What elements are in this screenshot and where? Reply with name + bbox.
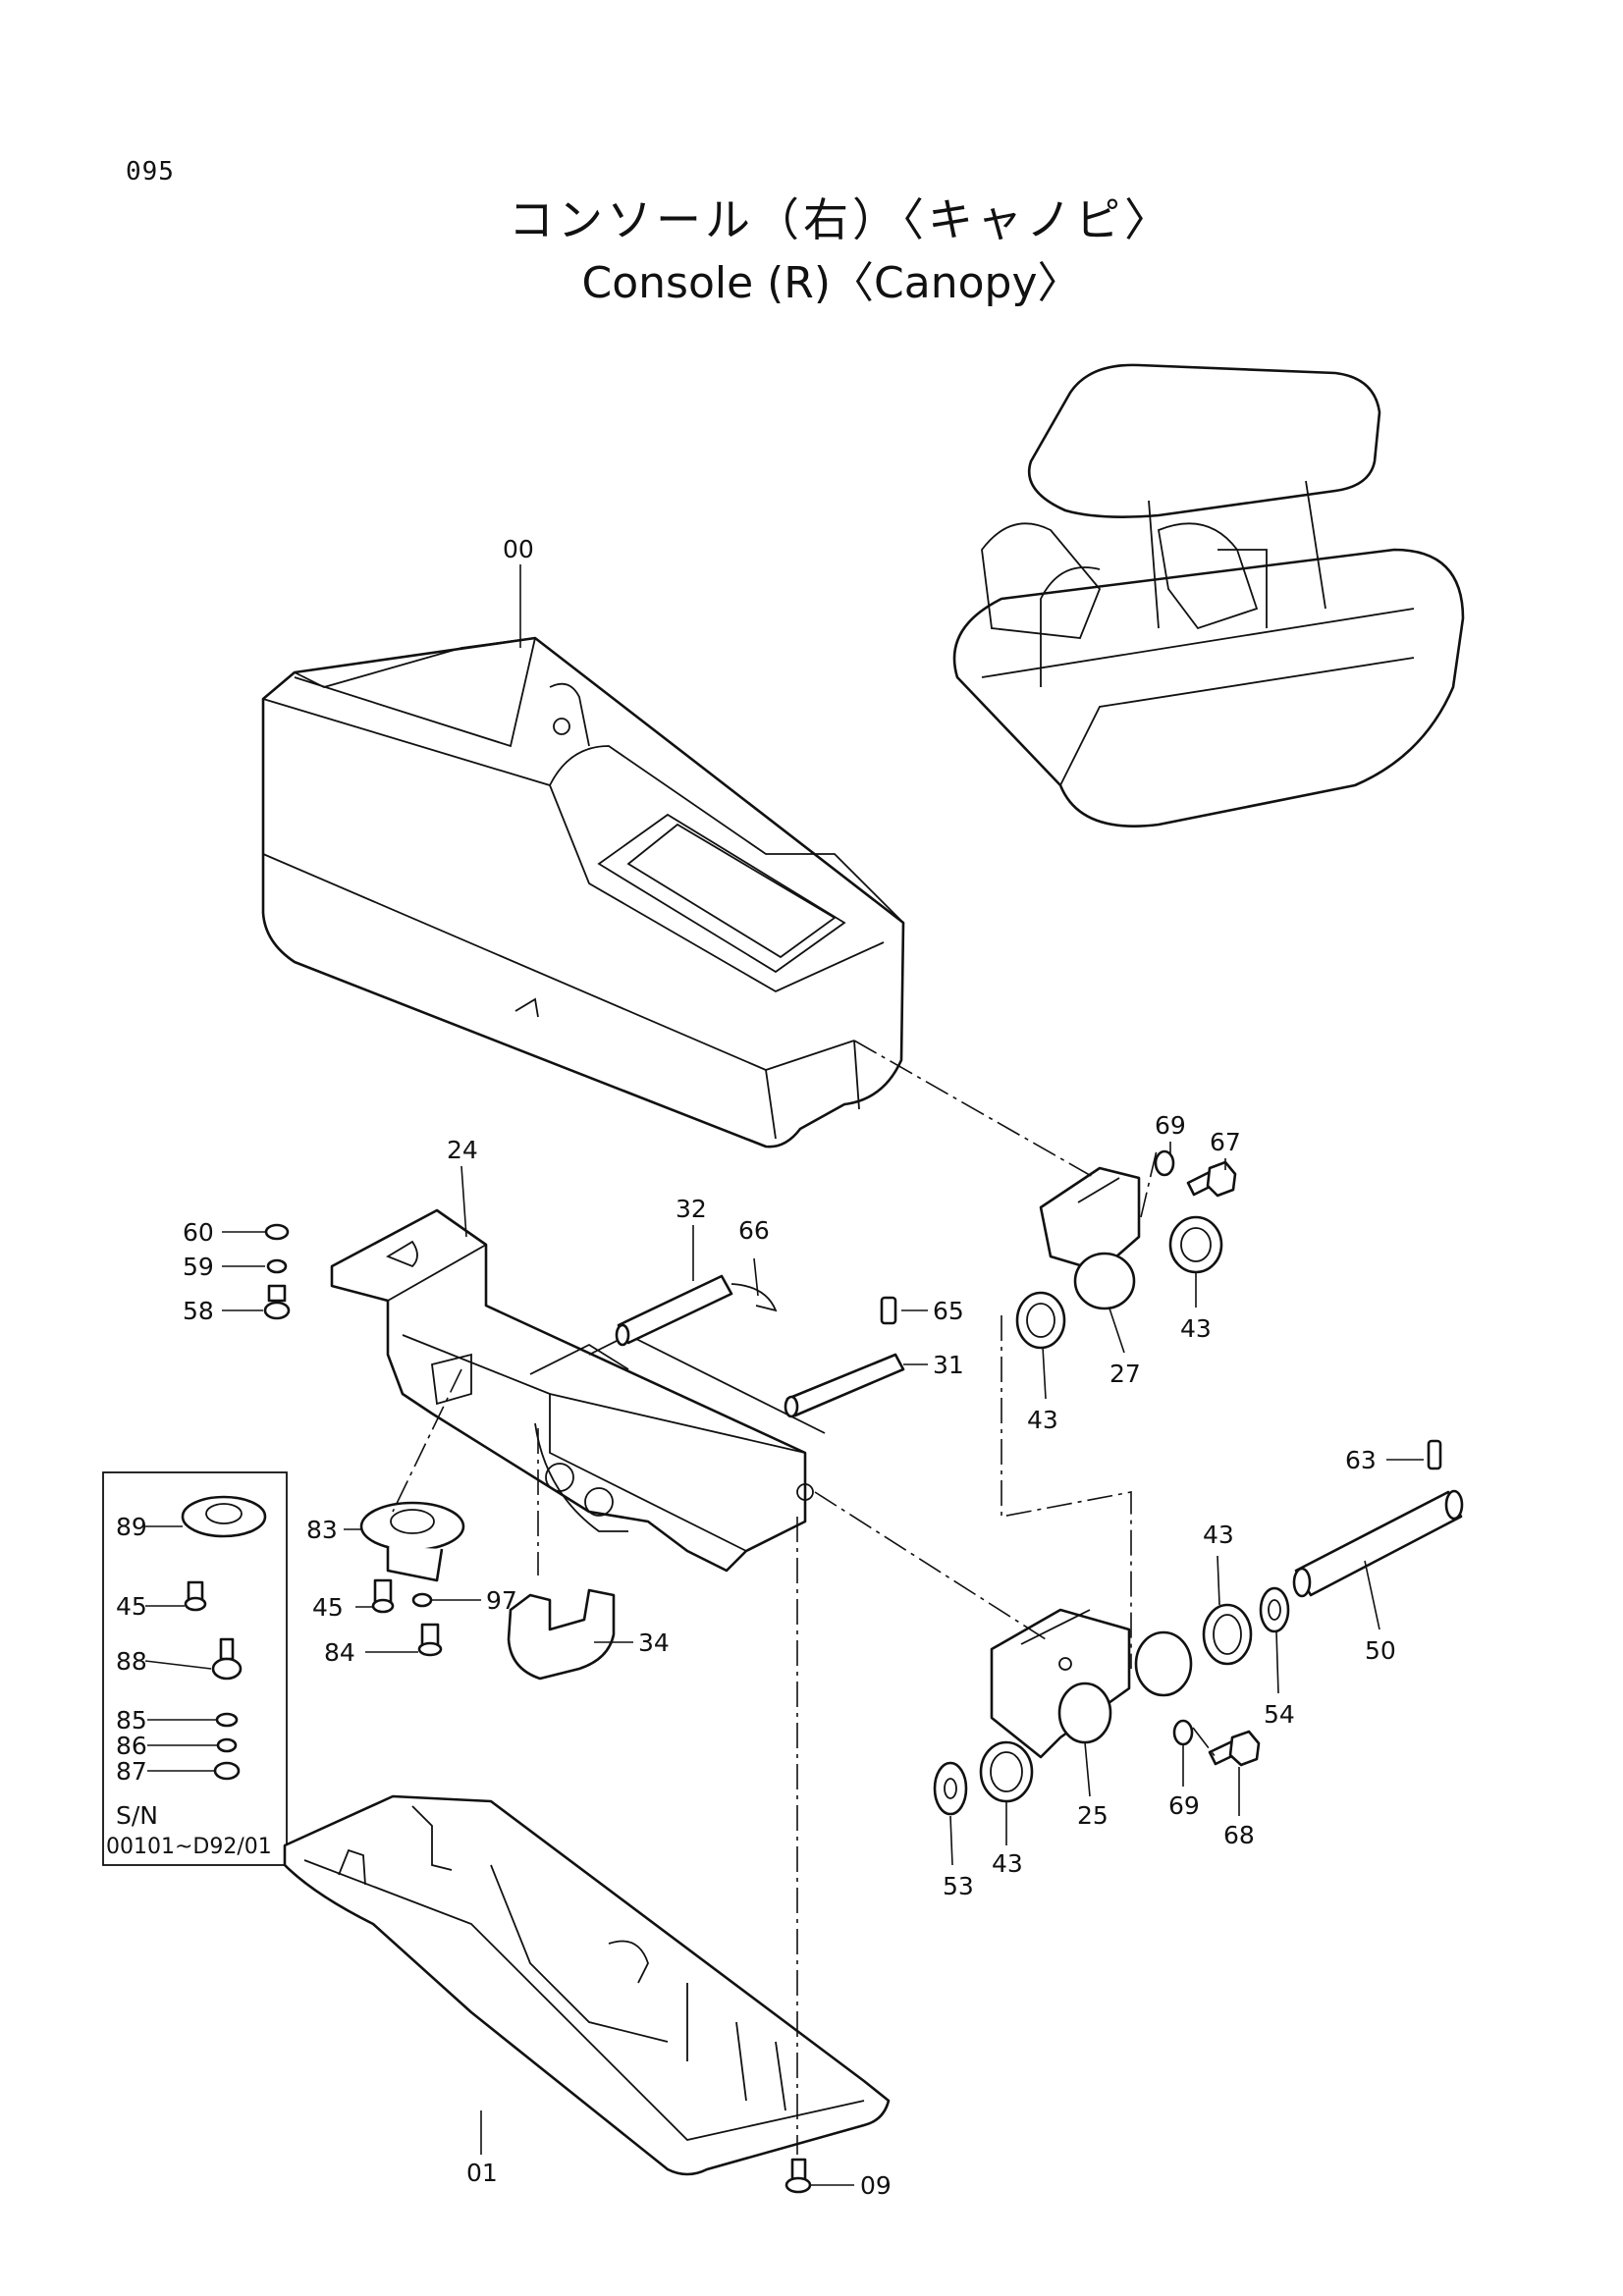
callout-45-mount: 45 xyxy=(312,1593,344,1622)
part-97-washer xyxy=(411,1592,433,1608)
title-english: Console (R)〈Canopy〉 xyxy=(581,258,1081,308)
callout-32: 32 xyxy=(676,1195,707,1223)
callout-53: 53 xyxy=(943,1872,974,1900)
part-31-pin xyxy=(784,1353,905,1418)
callout-97: 97 xyxy=(486,1586,517,1615)
callout-54: 54 xyxy=(1264,1700,1295,1729)
part-89-mount xyxy=(181,1495,267,1538)
callout-85: 85 xyxy=(116,1706,147,1735)
part-83-mount xyxy=(359,1501,465,1582)
callout-66: 66 xyxy=(738,1216,770,1245)
part-43-bush-centre xyxy=(1134,1630,1193,1697)
callout-65: 65 xyxy=(933,1297,964,1325)
part-01-lower-cover xyxy=(283,1794,891,2176)
part-43-bush-upper-right xyxy=(1168,1215,1223,1274)
inset-serial-range: 00101~D92/01 xyxy=(106,1835,272,1859)
callout-34: 34 xyxy=(638,1629,670,1657)
part-43-bush-right xyxy=(1202,1603,1253,1666)
part-45-bolt-mount xyxy=(371,1578,395,1614)
callout-24: 24 xyxy=(447,1136,478,1164)
callout-59: 59 xyxy=(183,1253,214,1281)
callout-58: 58 xyxy=(183,1297,214,1325)
part-43-bush-upper-left xyxy=(1015,1291,1066,1350)
part-32-pin xyxy=(615,1274,733,1347)
callout-69-lower: 69 xyxy=(1168,1791,1200,1820)
part-87-nut xyxy=(213,1761,241,1781)
callout-labels: 00 24 32 66 65 31 60 59 58 69 67 43 27 4… xyxy=(106,535,1396,2200)
callout-84: 84 xyxy=(324,1638,355,1667)
callout-86: 86 xyxy=(116,1732,147,1760)
part-68-bolt xyxy=(1208,1730,1261,1767)
part-50-pin xyxy=(1292,1489,1464,1598)
part-59-spring-washer xyxy=(266,1258,288,1274)
callout-67: 67 xyxy=(1210,1128,1241,1156)
callout-43-lower-left: 43 xyxy=(992,1849,1023,1878)
page-number: 095 xyxy=(126,157,175,187)
part-69-washer-lower xyxy=(1172,1719,1194,1746)
callout-43-upper-right: 43 xyxy=(1180,1314,1212,1343)
callout-01: 01 xyxy=(466,2159,498,2187)
part-86-spring-washer xyxy=(216,1737,238,1753)
part-09-bolt xyxy=(784,2158,812,2194)
part-45-bolt-inset xyxy=(184,1580,207,1612)
callout-00: 00 xyxy=(503,535,534,563)
assembly-lines xyxy=(392,1040,1217,2155)
callout-83: 83 xyxy=(306,1516,338,1544)
part-34-bracket xyxy=(507,1588,616,1681)
part-85-washer xyxy=(215,1712,239,1728)
leader-lines xyxy=(144,564,1424,2186)
callout-43-right: 43 xyxy=(1203,1521,1234,1549)
part-69-washer-upper xyxy=(1154,1149,1175,1177)
callout-09: 09 xyxy=(860,2171,892,2200)
part-43-bush-lower-left xyxy=(979,1740,1034,1803)
callout-87: 87 xyxy=(116,1757,147,1786)
part-65-spring-pin xyxy=(880,1296,897,1325)
part-25-bracket xyxy=(990,1608,1131,1759)
part-67-bolt xyxy=(1186,1160,1237,1198)
title-japanese: コンソール（右）〈キャノピ〉 xyxy=(509,193,1173,246)
part-63-spring-pin xyxy=(1427,1439,1442,1470)
callout-88: 88 xyxy=(116,1647,147,1676)
callout-63: 63 xyxy=(1345,1446,1377,1474)
part-54-washer xyxy=(1259,1586,1290,1633)
part-00-console-upper xyxy=(261,636,905,1148)
part-84-bolt xyxy=(417,1623,443,1657)
callout-27: 27 xyxy=(1109,1360,1141,1388)
part-60-washer xyxy=(264,1223,290,1241)
canopy-machine-illustration xyxy=(952,363,1465,828)
callout-68: 68 xyxy=(1223,1821,1255,1849)
callout-25: 25 xyxy=(1077,1801,1109,1830)
inset-serial-box xyxy=(102,1471,288,1866)
callout-60: 60 xyxy=(183,1218,214,1247)
inset-serial-label: S/N xyxy=(116,1801,158,1830)
part-58-bolt xyxy=(263,1284,291,1320)
part-88-stud xyxy=(211,1637,243,1681)
callout-89: 89 xyxy=(116,1513,147,1541)
callout-43-upper-left: 43 xyxy=(1027,1406,1058,1434)
part-66-split-pin xyxy=(730,1283,778,1312)
callout-50: 50 xyxy=(1365,1636,1396,1665)
callout-45-inset: 45 xyxy=(116,1592,147,1621)
callout-69-upper: 69 xyxy=(1155,1111,1186,1140)
callout-31: 31 xyxy=(933,1351,964,1379)
part-53-washer xyxy=(933,1761,968,1816)
part-27-bracket xyxy=(1039,1166,1141,1310)
